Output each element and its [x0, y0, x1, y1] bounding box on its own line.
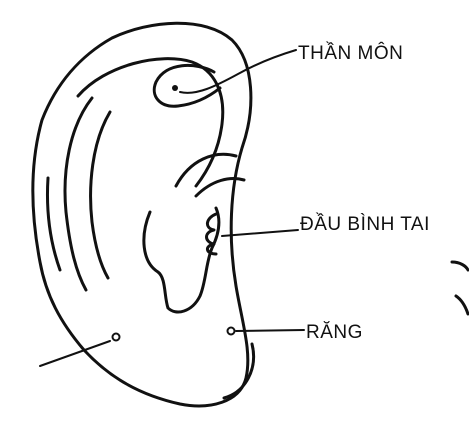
- label-rang: RĂNG: [306, 322, 363, 343]
- acupoint-dau-binh-tai: ĐẦU BÌNH TAI: [207, 213, 430, 254]
- helix-rim-line: [78, 59, 223, 186]
- acupoint-dot: [113, 334, 120, 341]
- concha-line-2: [196, 179, 244, 196]
- leader-line: [236, 330, 304, 331]
- acupoint-rang: RĂNG: [228, 322, 363, 343]
- leader-line: [222, 230, 298, 236]
- triangular-fossa: [154, 65, 220, 106]
- label-dau-binh-tai: ĐẦU BÌNH TAI: [300, 213, 430, 235]
- stray-mark-2: [456, 296, 468, 314]
- lobe-inner-line: [224, 344, 254, 398]
- antihelix-line-3: [91, 112, 110, 278]
- stray-mark: [452, 262, 468, 270]
- label-than-mon: THẦN MÔN: [298, 42, 403, 64]
- acupoint-dot: [228, 328, 235, 335]
- antihelix-line-2: [65, 98, 92, 290]
- antihelix-line: [48, 178, 61, 270]
- leader-line: [40, 341, 110, 366]
- leader-line: [180, 50, 296, 93]
- acupoint-dot: [172, 85, 178, 91]
- acupoint-lobe: [40, 334, 120, 367]
